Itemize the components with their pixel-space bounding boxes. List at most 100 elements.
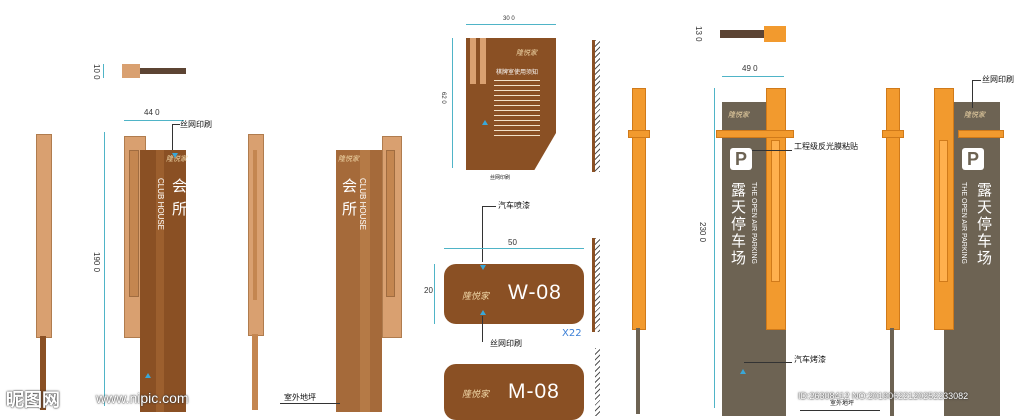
note-paint: 汽车喷漆	[498, 201, 530, 210]
parking-icon-letter: P	[966, 149, 979, 169]
wall-hatch	[595, 348, 600, 416]
wall-profile	[592, 40, 595, 172]
dim-plate-width: 50	[508, 238, 517, 247]
plate2-code: M-08	[508, 380, 560, 403]
side-post-slot	[253, 150, 257, 300]
ground-line	[800, 410, 880, 411]
top-view-bar	[720, 30, 764, 38]
top-view-block	[764, 26, 786, 42]
note-bottom: 丝网印刷	[490, 175, 511, 181]
parking-icon-letter: P	[734, 149, 747, 169]
note-silkscreen: 丝网印刷	[180, 120, 212, 129]
brand-logo: 隆悦家	[462, 292, 490, 302]
ground-label: 室外地坪	[284, 393, 316, 402]
door-plate-w08	[444, 264, 584, 324]
door-plate-m08	[444, 364, 584, 420]
dim-line	[434, 264, 435, 324]
parking-en-label: THE OPEN AIR PARKING	[960, 182, 967, 264]
dim-height: 230 0	[698, 222, 707, 243]
leader-line	[172, 124, 180, 125]
dim-top: 30 0	[503, 16, 515, 22]
side-post	[632, 88, 646, 330]
dim-line	[714, 88, 715, 408]
sign-frame-slot	[386, 150, 395, 297]
ground-label: 室外地坪	[830, 400, 855, 407]
side-post	[36, 134, 52, 338]
watermark-url: www.nipic.com	[96, 390, 189, 406]
dim-plate-height: 20	[424, 286, 433, 295]
note-bake: 汽车烤漆	[794, 355, 826, 364]
wall-hatch	[595, 40, 600, 172]
arrow-icon	[172, 153, 178, 158]
watermark-logo: 昵图网	[6, 390, 60, 411]
brand-logo: 隆悦家	[728, 111, 749, 119]
notice-board-post	[480, 38, 486, 84]
wall-profile	[592, 238, 595, 332]
board-text-lines	[494, 80, 540, 138]
dim-line	[103, 64, 104, 78]
side-post-leg	[40, 336, 46, 410]
notice-board-post	[470, 38, 476, 84]
arrow-icon	[480, 265, 486, 270]
sign-en-label: CLUB HOUSE	[156, 178, 165, 231]
arrow-icon	[482, 120, 488, 125]
parking-en-label: THE OPEN AIR PARKING	[750, 182, 757, 264]
note-silkscreen: 丝网印刷	[982, 75, 1014, 84]
dim-line	[124, 120, 184, 121]
dim-line	[452, 38, 453, 168]
parking-icon: P	[730, 148, 752, 170]
brand-logo: 隆悦家	[516, 49, 537, 57]
dim-line	[444, 248, 584, 249]
sign-panel	[336, 150, 382, 412]
brand-logo: 隆悦家	[462, 390, 490, 400]
leader-line	[744, 362, 792, 363]
dim-line	[722, 76, 784, 77]
sign-cn-label: 会所	[340, 178, 358, 224]
dim-top-small: 10 0	[92, 64, 101, 80]
wall-hatch	[595, 238, 600, 332]
arrow-icon	[740, 369, 746, 374]
leader-line	[482, 206, 496, 207]
brand-logo: 隆悦家	[964, 111, 985, 119]
dim-top-small: 13 0	[694, 26, 703, 42]
sign-panel-stripe	[360, 150, 370, 412]
side-post-leg	[636, 328, 640, 414]
side-post-leg	[890, 328, 894, 416]
side-post-leg	[252, 334, 258, 410]
ground-line	[280, 403, 340, 404]
note-plate-print: 丝网印刷	[490, 339, 522, 348]
parking-icon: P	[962, 148, 984, 170]
parking-cn-label: 露天停车场	[975, 182, 993, 267]
dim-width: 44 0	[144, 108, 160, 117]
dim-line	[466, 24, 556, 25]
leader-line	[972, 80, 981, 81]
watermark-id: ID:26308412 NO:20190622120252233082	[798, 391, 969, 401]
arrow-icon	[145, 373, 151, 378]
dim-width: 49 0	[742, 64, 758, 73]
note-reflective: 工程级反光膜粘贴	[794, 142, 858, 151]
top-view-bar	[140, 68, 186, 74]
dim-line	[104, 132, 105, 406]
leader-line	[752, 150, 792, 151]
brand-logo: 隆悦家	[338, 155, 359, 163]
arrow-icon	[480, 310, 486, 315]
plate1-code: W-08	[508, 281, 562, 304]
parking-sign-band	[958, 130, 1004, 138]
leader-line	[172, 124, 173, 154]
sign-panel-stripe	[156, 150, 164, 412]
parking-sign-frame-slot	[771, 140, 780, 282]
leader-line	[972, 80, 973, 108]
side-post-band	[628, 130, 650, 138]
brand-logo: 隆悦家	[166, 155, 187, 163]
sign-frame-slot	[129, 150, 139, 297]
parking-sign-frame-slot	[939, 140, 948, 282]
dim-side: 62 0	[440, 92, 446, 104]
parking-sign-band	[716, 130, 794, 138]
side-post-band	[882, 130, 904, 138]
top-view-block	[122, 64, 140, 78]
side-post	[886, 88, 900, 330]
board-title: 棋牌室使用须知	[496, 69, 539, 76]
qty: X22	[562, 328, 582, 339]
leader-line	[482, 206, 483, 262]
dim-height: 190 0	[92, 252, 101, 273]
